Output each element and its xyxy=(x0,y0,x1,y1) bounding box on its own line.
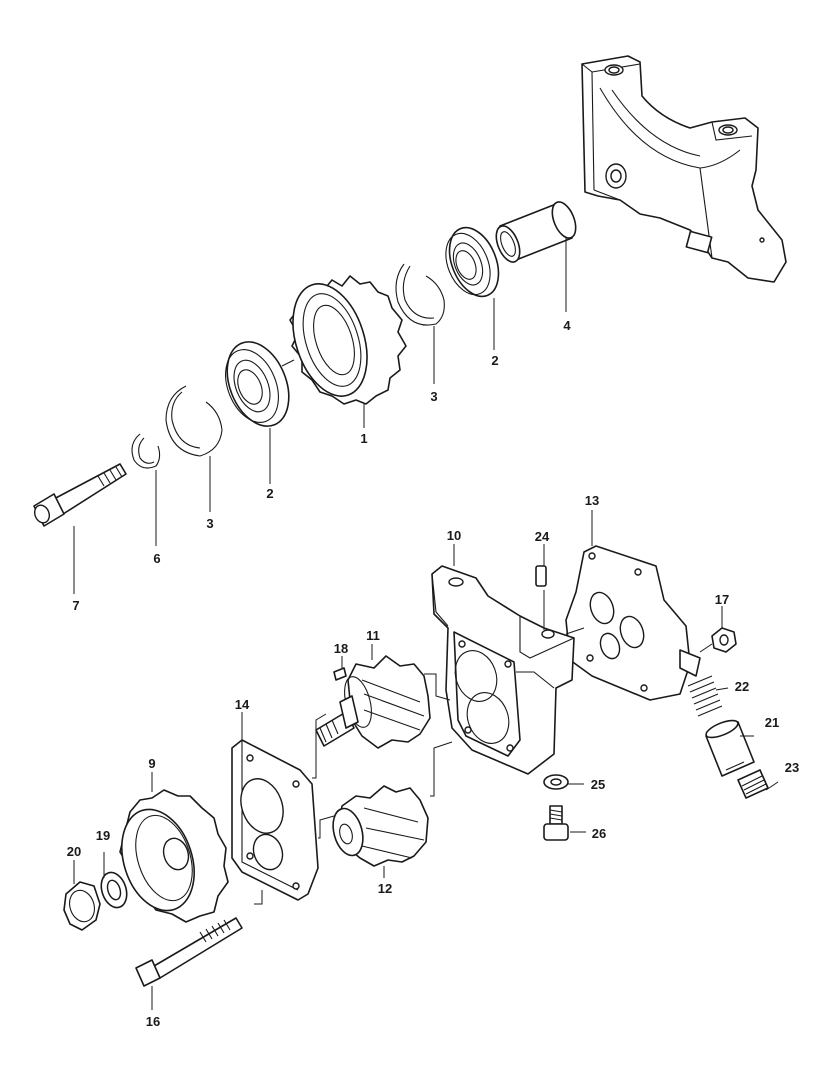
callout-6: 6 xyxy=(153,551,160,566)
callout-4: 4 xyxy=(563,318,571,333)
key-part-18 xyxy=(333,667,347,681)
housing-part-10 xyxy=(431,565,575,775)
callout-26: 26 xyxy=(592,826,606,841)
nut-part-17 xyxy=(711,627,737,653)
spring-part-22 xyxy=(687,675,723,717)
snap-ring-part-3-left xyxy=(165,385,223,457)
screw-part-26 xyxy=(543,805,569,841)
assembly-lines xyxy=(254,359,713,905)
callout-24: 24 xyxy=(535,529,550,544)
snap-ring-part-3-right xyxy=(395,263,445,326)
callout-12: 12 xyxy=(378,881,392,896)
bolt-part-7 xyxy=(33,463,127,527)
nut-part-20 xyxy=(63,881,101,931)
callout-1: 1 xyxy=(360,431,367,446)
callout-19: 19 xyxy=(96,828,110,843)
callout-9: 9 xyxy=(148,756,155,771)
ring-part-6 xyxy=(131,433,161,469)
callout-21: 21 xyxy=(765,715,779,730)
leader-lines xyxy=(73,238,779,1010)
callout-3-left: 3 xyxy=(206,516,213,531)
cover-part-13 xyxy=(565,545,701,701)
callout-22: 22 xyxy=(735,679,749,694)
callout-17: 17 xyxy=(715,592,729,607)
bearing-part-2-right xyxy=(445,226,500,298)
sleeve-part-4 xyxy=(495,201,577,263)
callout-25: 25 xyxy=(591,777,605,792)
callout-13: 13 xyxy=(585,493,599,508)
bolt-part-16 xyxy=(135,917,243,987)
callout-10: 10 xyxy=(447,528,461,543)
callout-23: 23 xyxy=(785,760,799,775)
callout-16: 16 xyxy=(146,1014,160,1029)
callout-2-left: 2 xyxy=(266,486,273,501)
callout-7: 7 xyxy=(72,598,79,613)
bearing-bracket xyxy=(581,55,787,283)
callout-labels: 1 2 2 3 3 4 6 7 9 10 11 12 13 14 16 17 1… xyxy=(67,318,799,1029)
callout-14: 14 xyxy=(235,697,250,712)
callout-11: 11 xyxy=(366,628,380,643)
washer-part-19 xyxy=(100,871,128,909)
shaft-gear-part-11 xyxy=(315,655,431,749)
plate-part-14 xyxy=(231,739,319,901)
gear-part-1 xyxy=(289,275,407,405)
bearing-part-2-left xyxy=(225,341,290,427)
washer-part-25 xyxy=(543,774,569,790)
plug-part-23 xyxy=(737,769,769,799)
callout-3-right: 3 xyxy=(430,389,437,404)
gear-part-9 xyxy=(119,789,229,923)
callout-20: 20 xyxy=(67,844,81,859)
gear-part-12 xyxy=(332,785,429,867)
pin-part-24 xyxy=(535,565,547,587)
callout-2-right: 2 xyxy=(491,353,498,368)
plunger-part-21 xyxy=(705,719,755,777)
callout-18: 18 xyxy=(334,641,348,656)
